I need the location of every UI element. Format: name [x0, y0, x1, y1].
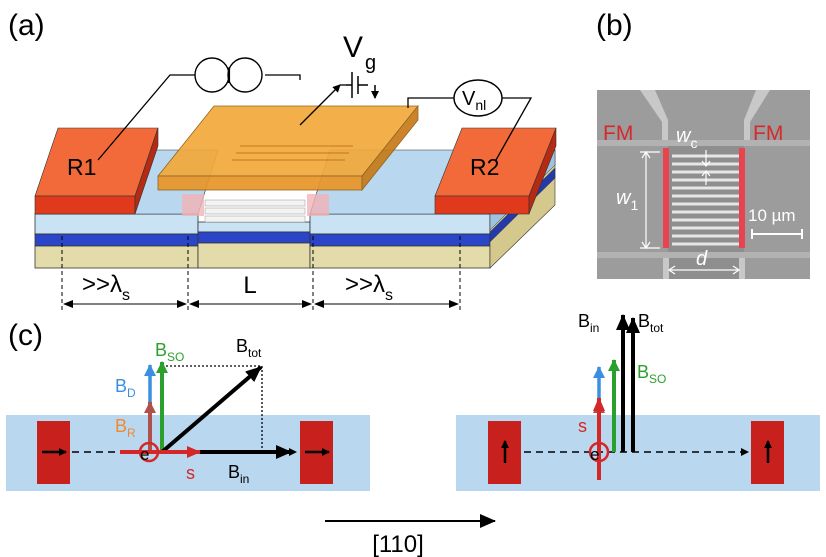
r2-label: R2 — [470, 154, 499, 180]
width-1-label: w1 — [616, 187, 638, 213]
panel-b-tag: (b) — [596, 9, 633, 42]
width-c-label: wc — [676, 125, 697, 151]
current-source: I — [194, 57, 263, 93]
scale-bar — [751, 229, 803, 239]
bin-right-label: Bin — [578, 311, 599, 335]
dim-center-label: L — [243, 272, 256, 299]
bso-left-label: BSO — [155, 340, 184, 364]
electron-right-label: e — [590, 445, 599, 464]
width-c-marker — [701, 150, 711, 185]
electron-left — [138, 441, 160, 463]
current-source-label: I — [226, 63, 232, 88]
br-label: BR — [115, 416, 136, 440]
voltmeter-label: Vnl — [462, 88, 486, 113]
fm-bar-left — [663, 148, 669, 248]
dimension-lines — [61, 236, 461, 310]
panel-c-tag: (c) — [8, 319, 43, 352]
bin-left-label: Bin — [228, 462, 249, 486]
width-1-marker — [640, 150, 660, 250]
fm-bar-right — [739, 148, 745, 248]
fm-left-label: FM — [603, 122, 633, 145]
panel-a-tag: (a) — [8, 9, 45, 42]
gate-voltage-source — [346, 72, 379, 99]
bd-label: BD — [115, 376, 136, 400]
spin-right-label: s — [578, 416, 587, 436]
fm-edge-right — [307, 194, 329, 216]
field-vectors-left — [120, 361, 292, 463]
fm-edge-left — [182, 194, 204, 216]
gate-electrode — [157, 104, 419, 192]
field-vectors-right — [588, 314, 640, 480]
contact-r1: R1 — [34, 127, 159, 215]
spacing-label: d — [696, 248, 708, 270]
channel-center — [197, 221, 311, 233]
direction-label: [110] — [372, 531, 424, 557]
fm-right-label: FM — [753, 122, 783, 145]
channel-strips — [182, 194, 329, 223]
quantum-well-center — [197, 231, 311, 244]
circuit-wiring — [97, 74, 533, 161]
contact-r2: R2 — [434, 127, 557, 215]
voltmeter: Vnl — [453, 79, 503, 117]
quantum-well-left — [34, 233, 199, 247]
spacing-marker — [667, 265, 741, 275]
r1-label: R1 — [67, 154, 96, 180]
substrate-center — [197, 242, 311, 269]
scale-bar-label: 10 µm — [748, 206, 796, 225]
channel-layer-right — [309, 213, 491, 235]
bso-right-label: BSO — [637, 362, 666, 386]
electron-right — [588, 441, 610, 463]
electron-left-label: e — [140, 445, 149, 464]
spin-left-label: s — [186, 463, 195, 483]
dim-left-label: >>λs — [82, 271, 130, 304]
btot-right-label: Btot — [638, 311, 664, 335]
dim-right-label: >>λs — [345, 271, 393, 304]
channel-layer-left — [34, 213, 199, 235]
channel-right — [456, 415, 820, 491]
substrate-left — [34, 245, 199, 269]
quantum-well-right — [309, 233, 491, 247]
btot-left-label: Btot — [236, 336, 262, 360]
substrate-right — [309, 245, 491, 269]
